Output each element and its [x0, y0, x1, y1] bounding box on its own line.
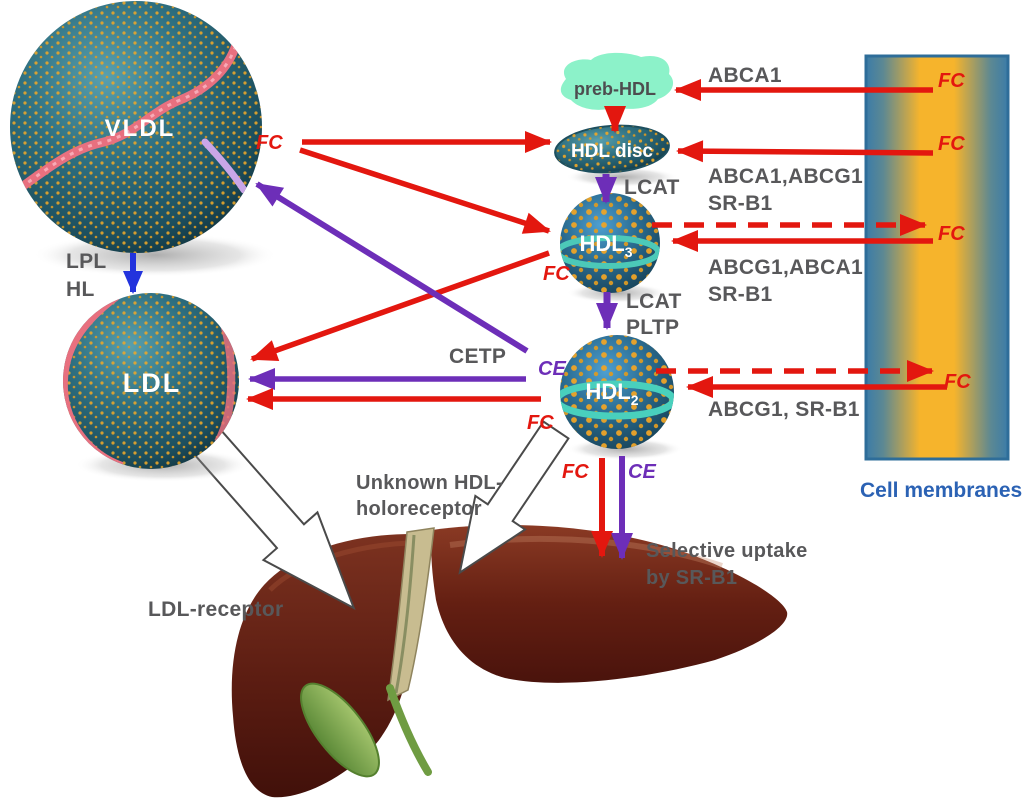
hdl2-particle: HDL2	[560, 335, 674, 449]
hdl2-label: HDL2	[585, 379, 638, 408]
gallbladder	[300, 682, 432, 778]
liver-left-lobe	[231, 533, 419, 798]
vldl-lilac-strand	[201, 138, 248, 194]
fc-tag-membrane-1: FC	[938, 70, 965, 92]
fc-tag-hdl3: FC	[543, 263, 570, 285]
pltp-label: PLTP	[626, 316, 679, 339]
hl-label: HL	[66, 278, 95, 301]
cell-membranes-caption: Cell membranes	[860, 479, 1022, 502]
hdl3-particle: HDL3	[560, 193, 660, 293]
vldl-label: VLDL	[105, 115, 176, 142]
ldl-receptor-label: LDL-receptor	[148, 598, 283, 621]
ce-tag-hdl2: CE	[538, 358, 566, 380]
lcat-label-mid: LCAT	[626, 290, 682, 313]
arrow-fc-membrane-to-hdldisc	[676, 140, 934, 163]
arrow-fc-vldl-to-hdl3	[299, 147, 551, 234]
abcg1-abca1-label: ABCG1,ABCA1	[708, 256, 863, 279]
fc-tag-membrane-2: FC	[938, 133, 965, 155]
abca1-label: ABCA1	[708, 64, 782, 87]
fc-tag-vldl: FC	[256, 132, 283, 154]
ce-tag-liver: CE	[628, 461, 656, 483]
lpl-label: LPL	[66, 250, 107, 273]
hdl-holoreceptor-arrow	[435, 413, 581, 589]
preb-hdl-particle: preb-HDL	[560, 52, 674, 110]
unknown-holoreceptor-line1: Unknown HDL-	[356, 472, 503, 494]
hdl-disc-label: HDL disc	[571, 141, 653, 162]
hdl-disc-particle	[554, 124, 670, 174]
fc-tag-membrane-4: FC	[944, 371, 971, 393]
arrow-fc-hdl3-to-ldl	[250, 250, 550, 362]
hdl3-label: HDL3	[579, 231, 632, 260]
hdl3-band	[560, 235, 660, 269]
srb1-label-2: SR-B1	[708, 283, 773, 306]
fc-tag-membrane-3: FC	[938, 223, 965, 245]
liver-right-lobe	[431, 525, 788, 683]
lcat-label-top: LCAT	[624, 176, 680, 199]
unknown-holoreceptor-line2: holoreceptor	[356, 498, 482, 520]
falciform-ligament	[387, 527, 435, 702]
vldl-particle: VLDL	[10, 1, 262, 253]
ldl-particle: LDL	[63, 293, 239, 469]
abca1-abcg1-label: ABCA1,ABCG1	[708, 165, 863, 188]
ldl-label: LDL	[123, 368, 181, 398]
abcg1-srb1-label: ABCG1, SR-B1	[708, 398, 860, 421]
srb1-label-1: SR-B1	[708, 192, 773, 215]
cell-membrane-bar	[864, 54, 1010, 461]
liver-illustration	[231, 525, 788, 798]
diagram-labels: ABCA1 ABCA1,ABCG1 SR-B1 ABCG1,ABCA1 SR-B…	[66, 64, 1022, 621]
fc-tag-liver: FC	[562, 461, 589, 483]
preb-hdl-label: preb-HDL	[574, 79, 656, 99]
pathway-arrows	[123, 79, 947, 560]
hdl2-band	[560, 380, 674, 420]
selective-uptake-line2: by SR-B1	[646, 567, 737, 589]
cetp-label: CETP	[449, 345, 506, 368]
arrow-cetp-hdl2-to-vldl	[255, 181, 529, 354]
fc-tag-hdl2: FC	[527, 412, 554, 434]
selective-uptake-line1: Selective uptake	[646, 540, 808, 562]
